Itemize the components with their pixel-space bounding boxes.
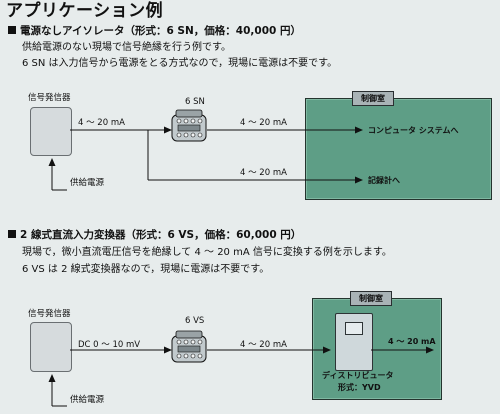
section1-control-room: [305, 98, 492, 200]
section2-control-room-tag: 制御室: [350, 291, 392, 306]
distributor-window-icon: [345, 322, 363, 335]
section1-dest-computer: コンピュータ システムへ: [368, 126, 459, 135]
section2-heading: 2 線式直流入力変換器（形式：6 VS，価格：60,000 円）: [8, 230, 301, 241]
section1-dest-recorder: 記録計へ: [368, 176, 400, 185]
section1-signal-generator: [30, 107, 72, 156]
bullet-square-icon: [8, 230, 16, 238]
section1-power-label: 供給電源: [70, 178, 105, 188]
distributor-label: ディストリビュータ: [322, 371, 394, 380]
section1-generator-label: 信号発信器: [28, 93, 71, 103]
section2-heading-text: 2 線式直流入力変換器（形式：6 VS，価格：60,000 円）: [20, 229, 302, 241]
section2-control-room: [312, 298, 442, 400]
section1-desc-2: 6 SN は入力信号から電源をとる方式なので，現場に電源は不要です。: [22, 58, 338, 69]
bullet-square-icon: [8, 26, 16, 34]
section2-generator-label: 信号発信器: [28, 309, 71, 319]
section1-control-room-tag: 制御室: [352, 91, 394, 106]
section2-desc-1: 現場で，微小直流電圧信号を絶縁して 4 ～ 20 mA 信号に変換する例を示しま…: [22, 247, 392, 258]
section2-power-label: 供給電源: [70, 395, 105, 405]
section2-input-signal: DC 0 ～ 10 mV: [78, 340, 141, 350]
section1-desc-1: 供給電源のない現場で信号絶縁を行う例です。: [22, 42, 231, 53]
distributor-model: 形式：YVD: [338, 383, 381, 392]
isolator-6sn-icon: [171, 109, 207, 142]
converter-6vs-icon: [171, 330, 207, 363]
section1-heading-text: 電源なしアイソレータ（形式：6 SN，価格：40,000 円）: [20, 25, 301, 37]
section1-input-signal: 4 ～ 20 mA: [78, 118, 125, 128]
page-title: アプリケーション例: [6, 1, 164, 21]
section2-output-signal-room: 4 ～ 20 mA: [388, 337, 436, 346]
distributor-yvd-unit: [335, 313, 373, 371]
section2-signal-generator: [30, 322, 72, 372]
section2-desc-2: 6 VS は 2 線式変換器なので，現場に電源は不要です。: [22, 264, 270, 275]
section1-output-signal-2: 4 ～ 20 mA: [240, 168, 287, 178]
section1-output-signal-1: 4 ～ 20 mA: [240, 118, 287, 128]
section1-heading: 電源なしアイソレータ（形式：6 SN，価格：40,000 円）: [8, 26, 301, 37]
section2-device-label: 6 VS: [185, 316, 205, 326]
section1-device-label: 6 SN: [185, 97, 205, 107]
section2-output-signal: 4 ～ 20 mA: [240, 340, 287, 350]
